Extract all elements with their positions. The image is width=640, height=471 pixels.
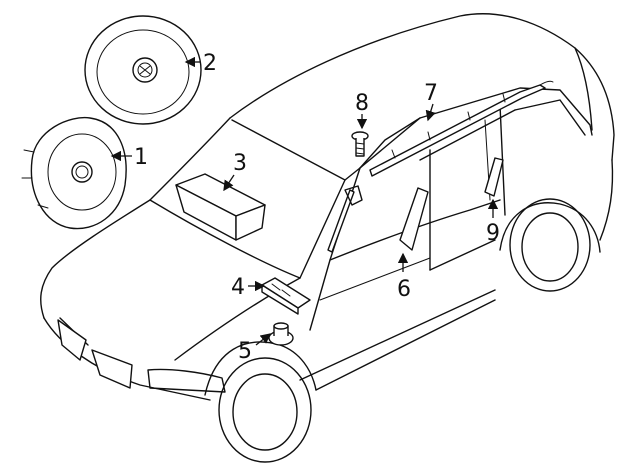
- passenger-airbag-module: [175, 173, 266, 241]
- airbag-control-module: [261, 277, 311, 315]
- callout-8: 8: [355, 91, 369, 116]
- rear-side-airbag: [484, 157, 504, 197]
- curtain-airbag: [369, 80, 554, 177]
- steering-wheel-airbag-front-view: [84, 15, 202, 125]
- callout-5: 5: [238, 339, 252, 364]
- callout-2: 2: [203, 51, 217, 76]
- mounting-bolt: [351, 131, 369, 157]
- callout-labels: 1 2 3 4 5 6 7 8 9: [134, 51, 500, 364]
- callout-6: 6: [397, 277, 411, 302]
- callout-9: 9: [486, 221, 500, 246]
- seat-side-airbag: [399, 187, 429, 251]
- callout-4: 4: [231, 275, 245, 300]
- impact-sensor: [268, 322, 294, 346]
- steering-wheel-airbag-side-view: [21, 116, 127, 230]
- callout-7: 7: [424, 81, 438, 106]
- callout-3: 3: [233, 151, 247, 176]
- callout-1: 1: [134, 145, 148, 170]
- callout-arrows: [110, 56, 499, 346]
